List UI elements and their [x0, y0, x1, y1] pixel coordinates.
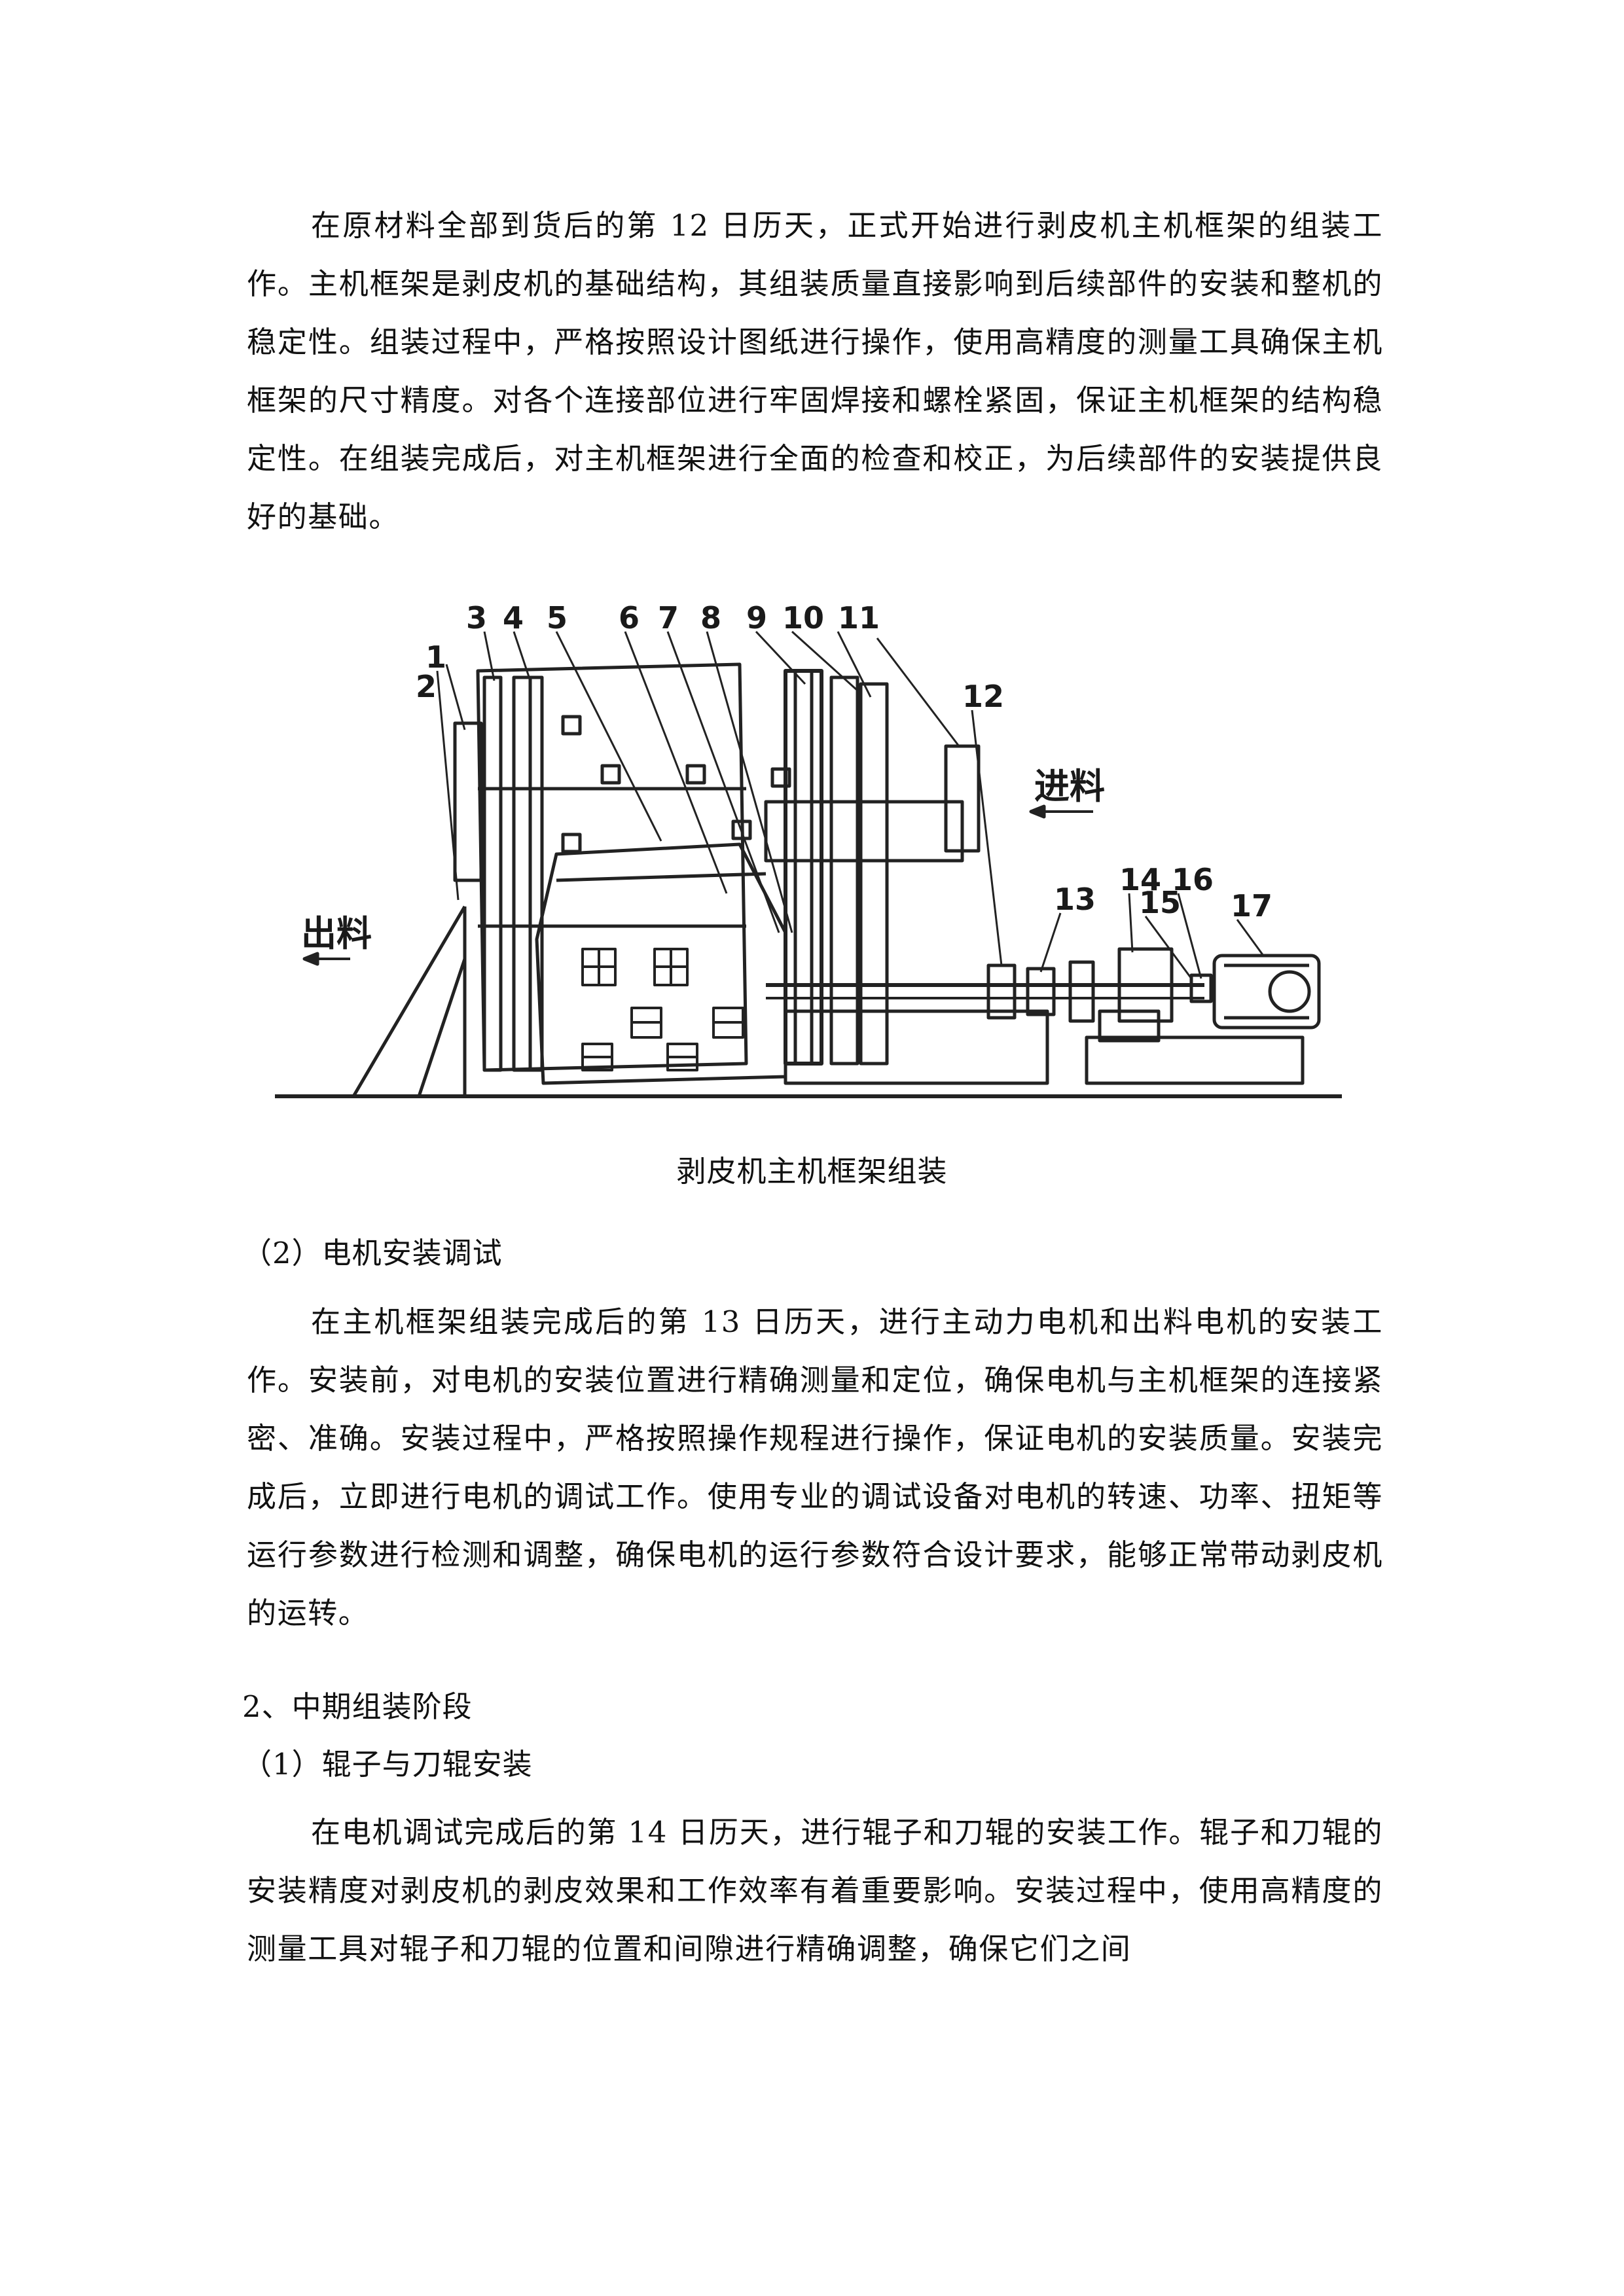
- peeling-machine-frame-figure: 1 2 3 4 5 6 7 8 9 10 11 12 13 14 15 16 1…: [275, 600, 1342, 1098]
- figure-label-13: 13: [1054, 882, 1096, 917]
- figure-label-10: 10: [782, 600, 824, 636]
- paragraph-frame-assembly: 在原材料全部到货后的第 12 日历天，正式开始进行剥皮机主机框架的组装工作。主机…: [247, 208, 1383, 534]
- figure-label-3: 3: [466, 600, 487, 636]
- figure-label-12: 12: [962, 679, 1004, 714]
- figure-label-1: 1: [425, 639, 446, 675]
- figure-label-8: 8: [700, 600, 721, 636]
- figure-label-17: 17: [1231, 888, 1272, 924]
- heading-roller-installation: （1）辊子与刀辊安装: [242, 1747, 533, 1782]
- figure-label-4: 4: [503, 600, 524, 636]
- figure-label-outfeed: 出料: [301, 913, 372, 954]
- figure-label-15: 15: [1139, 885, 1181, 920]
- paragraph-motor-installation: 在主机框架组装完成后的第 13 日历天，进行主动力电机和出料电机的安装工作。安装…: [247, 1304, 1383, 1630]
- figure-label-14: 14: [1119, 862, 1161, 897]
- heading-motor-installation: （2）电机安装调试: [242, 1236, 503, 1270]
- figure-label-9: 9: [746, 600, 767, 636]
- paragraph-roller-installation: 在电机调试完成后的第 14 日历天，进行辊子和刀辊的安装工作。辊子和刀辊的安装精…: [247, 1815, 1383, 1966]
- figure-label-infeed: 进料: [1034, 766, 1105, 807]
- figure-label-5: 5: [547, 600, 568, 636]
- heading-mid-assembly-stage: 2、中期组装阶段: [242, 1689, 473, 1724]
- figure-label-2: 2: [416, 669, 437, 704]
- figure-caption: 剥皮机主机框架组装: [676, 1154, 948, 1189]
- figure-label-16: 16: [1172, 862, 1214, 897]
- figure-label-11: 11: [838, 600, 880, 636]
- figure-label-7: 7: [658, 600, 679, 636]
- figure-label-6: 6: [619, 600, 640, 636]
